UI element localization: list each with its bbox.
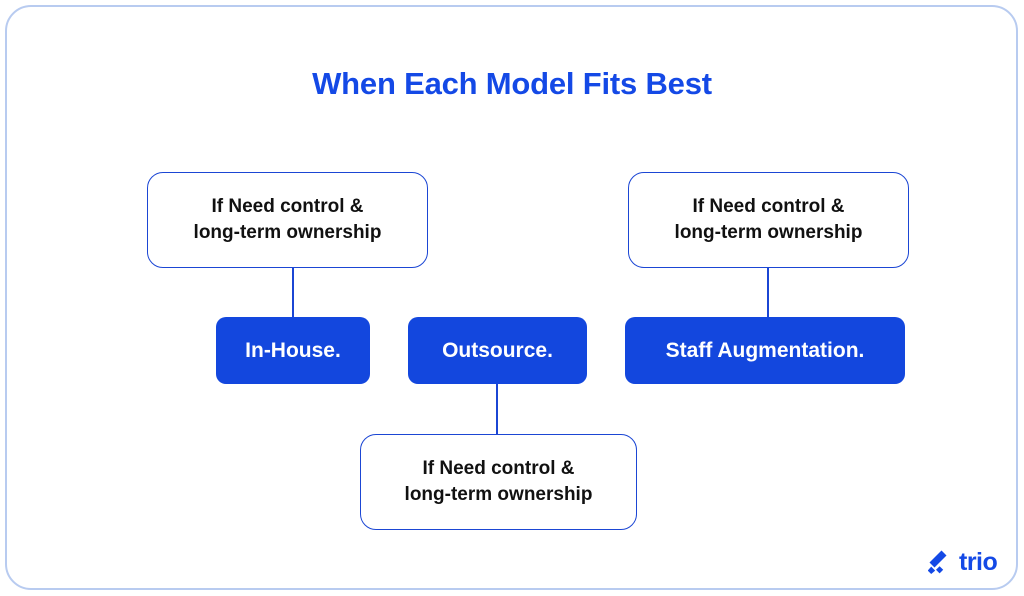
condition-box-bottom-text: If Need control & long-term ownership bbox=[405, 456, 593, 507]
condition-bottom-line-2: long-term ownership bbox=[404, 484, 593, 505]
connector-outsource-to-condition-bottom bbox=[496, 383, 498, 435]
model-box-staff-augmentation-label: Staff Augmentation. bbox=[665, 338, 865, 362]
trio-logo: trio bbox=[928, 546, 1012, 578]
model-box-outsource-label: Outsource. bbox=[442, 338, 553, 362]
trio-diamond-mark bbox=[928, 550, 947, 574]
connector-in-house-to-condition-left bbox=[292, 267, 294, 318]
page-title: When Each Model Fits Best bbox=[312, 66, 712, 101]
model-box-staff-augmentation: Staff Augmentation. bbox=[625, 317, 905, 384]
model-box-outsource: Outsource. bbox=[408, 317, 587, 384]
model-box-in-house-label: In-House. bbox=[245, 338, 341, 362]
condition-left-line-2: long-term ownership bbox=[193, 222, 382, 243]
condition-bottom-line-1: If Need control & bbox=[422, 458, 575, 480]
connector-staff-augmentation-to-condition-right bbox=[767, 267, 769, 318]
condition-box-bottom: If Need control & long-term ownership bbox=[360, 434, 637, 530]
condition-box-right: If Need control & long-term ownership bbox=[628, 172, 909, 268]
condition-box-right-text: If Need control & long-term ownership bbox=[675, 194, 863, 245]
trio-wordmark: trio bbox=[959, 547, 998, 576]
condition-right-line-2: long-term ownership bbox=[674, 222, 863, 243]
condition-left-line-1: If Need control & bbox=[211, 196, 364, 218]
model-box-in-house: In-House. bbox=[216, 317, 370, 384]
condition-box-left-text: If Need control & long-term ownership bbox=[194, 194, 382, 245]
condition-box-left: If Need control & long-term ownership bbox=[147, 172, 428, 268]
condition-right-line-1: If Need control & bbox=[692, 196, 845, 218]
